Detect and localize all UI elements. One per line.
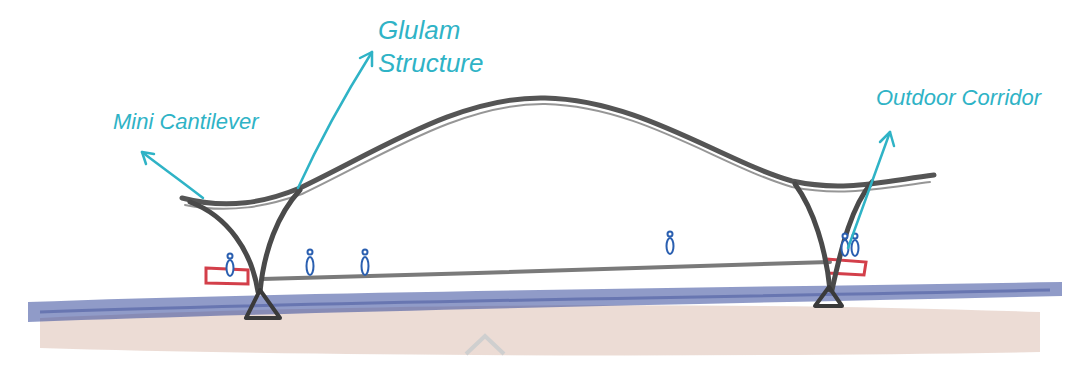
support-triangle — [246, 290, 280, 318]
right-column — [795, 184, 830, 290]
callout-label: Outdoor Corridor — [876, 84, 1041, 112]
people — [227, 232, 859, 277]
roof-arch — [182, 98, 934, 204]
leader-arrows — [142, 52, 894, 248]
support-triangle — [815, 287, 842, 306]
deck — [262, 262, 830, 279]
water-band — [28, 282, 1062, 322]
callout-label: Mini Cantilever — [113, 108, 259, 136]
callout-label: Glulam Structure — [378, 14, 484, 79]
left-column — [190, 202, 258, 292]
chevron — [466, 336, 504, 354]
water-line — [40, 290, 1050, 312]
right-corridor — [826, 259, 866, 275]
left-column — [260, 190, 300, 292]
